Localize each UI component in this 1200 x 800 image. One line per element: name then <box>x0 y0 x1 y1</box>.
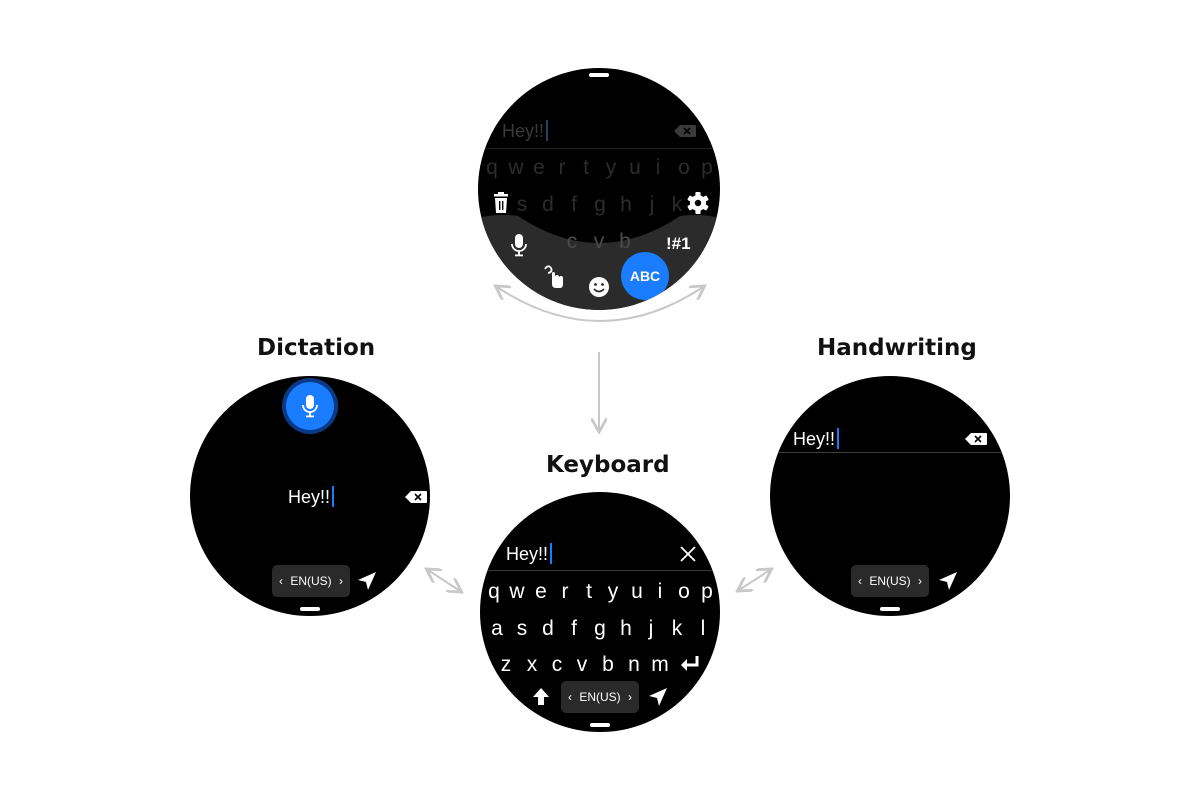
dim-key: e <box>533 156 545 179</box>
microphone-icon[interactable] <box>510 233 528 257</box>
keyboard-title: Keyboard <box>546 452 670 478</box>
symbols-mode-button[interactable]: !#1 <box>666 234 691 253</box>
shift-icon[interactable] <box>532 687 550 707</box>
dim-key: d <box>542 193 554 216</box>
key-j[interactable]: j <box>648 617 654 640</box>
watch-handle <box>589 73 609 77</box>
chevron-right-icon[interactable]: › <box>339 574 343 588</box>
close-icon[interactable] <box>680 546 696 562</box>
dim-key: w <box>508 156 524 179</box>
dim-key: f <box>571 193 577 216</box>
key-b[interactable]: b <box>602 653 614 676</box>
language-label: EN(US) <box>290 574 332 588</box>
gear-icon[interactable] <box>686 191 710 215</box>
dim-key: v <box>593 230 605 253</box>
dim-key: g <box>594 193 606 216</box>
dim-key: r <box>558 156 566 179</box>
text-separator <box>480 570 720 571</box>
backspace-icon <box>674 125 696 137</box>
left-double-arrow <box>428 570 460 591</box>
key-a[interactable]: a <box>491 617 503 640</box>
chevron-left-icon[interactable]: ‹ <box>279 574 283 588</box>
handwriting-canvas[interactable] <box>790 458 990 558</box>
dictation-title: Dictation <box>257 335 376 361</box>
key-k[interactable]: k <box>671 617 683 640</box>
backspace-icon[interactable] <box>404 490 428 504</box>
backspace-icon[interactable] <box>964 432 988 446</box>
mode-menu-panel <box>478 214 720 310</box>
dim-key: p <box>701 156 713 179</box>
dim-key: h <box>620 193 632 216</box>
key-w[interactable]: w <box>509 580 525 603</box>
dim-key: i <box>655 156 661 179</box>
dim-key: b <box>619 230 631 253</box>
language-selector[interactable]: ‹ EN(US) › <box>851 565 929 597</box>
dim-key: k <box>671 193 683 216</box>
send-icon[interactable] <box>938 571 958 591</box>
key-e[interactable]: e <box>535 580 547 603</box>
trash-icon[interactable] <box>491 192 511 214</box>
watch-handle <box>880 607 900 611</box>
chevron-right-icon[interactable]: › <box>628 690 632 704</box>
dim-key: u <box>629 156 641 179</box>
text-separator <box>770 452 1010 453</box>
language-label: EN(US) <box>869 574 911 588</box>
dim-key: q <box>486 156 498 179</box>
handwriting-text: Hey!! <box>793 428 840 450</box>
enter-icon[interactable] <box>679 655 701 673</box>
key-y[interactable]: y <box>607 580 619 603</box>
handwriting-title: Handwriting <box>817 335 977 361</box>
abc-mode-button[interactable] <box>621 252 669 300</box>
key-f[interactable]: f <box>571 617 577 640</box>
key-h[interactable]: h <box>620 617 632 640</box>
text-separator <box>478 148 720 149</box>
emoji-icon[interactable] <box>588 276 610 298</box>
input-text-dim: Hey!! <box>502 120 549 142</box>
chevron-left-icon[interactable]: ‹ <box>858 574 862 588</box>
key-l[interactable]: l <box>700 617 706 640</box>
watch-handle <box>590 723 610 727</box>
key-i[interactable]: i <box>657 580 663 603</box>
key-g[interactable]: g <box>594 617 606 640</box>
abc-mode-label: ABC <box>629 268 661 284</box>
key-r[interactable]: r <box>561 580 569 603</box>
watch-handle <box>300 607 320 611</box>
language-selector[interactable]: ‹ EN(US) › <box>272 565 350 597</box>
dim-key: v <box>593 230 605 253</box>
dim-key: y <box>605 156 617 179</box>
key-s[interactable]: s <box>516 617 528 640</box>
handwriting-icon[interactable] <box>542 263 566 289</box>
language-selector[interactable]: ‹ EN(US) › <box>561 681 639 713</box>
dictation-text: Hey!! <box>288 486 335 508</box>
microphone-icon <box>302 395 318 418</box>
keyboard-watch: Hey!! q w e r t y u i o p a s d f g h j … <box>480 492 720 732</box>
handwriting-watch: Hey!! ‹ EN(US) › <box>770 376 1010 616</box>
key-u[interactable]: u <box>631 580 643 603</box>
key-n[interactable]: n <box>628 653 640 676</box>
key-d[interactable]: d <box>542 617 554 640</box>
keyboard-text: Hey!! <box>506 543 553 565</box>
key-v[interactable]: v <box>576 653 588 676</box>
mode-menu-watch: Hey!! q w e r t y u i o p s d f g h j k … <box>478 68 720 310</box>
chevron-left-icon[interactable]: ‹ <box>568 690 572 704</box>
right-double-arrow <box>739 570 770 590</box>
key-p[interactable]: p <box>701 580 713 603</box>
send-icon[interactable] <box>648 687 668 707</box>
key-c[interactable]: c <box>551 653 563 676</box>
key-q[interactable]: q <box>488 580 500 603</box>
key-z[interactable]: z <box>500 653 512 676</box>
dim-key: o <box>678 156 690 179</box>
send-icon[interactable] <box>357 571 377 591</box>
dim-key: t <box>583 156 589 179</box>
key-x[interactable]: x <box>526 653 538 676</box>
dim-key: s <box>516 193 528 216</box>
language-label: EN(US) <box>579 690 621 704</box>
chevron-right-icon[interactable]: › <box>918 574 922 588</box>
key-m[interactable]: m <box>651 653 669 676</box>
dim-key: j <box>649 193 655 216</box>
key-o[interactable]: o <box>678 580 690 603</box>
dim-key: c <box>566 230 578 253</box>
dictation-watch: Hey!! ‹ EN(US) › <box>190 376 430 616</box>
key-t[interactable]: t <box>586 580 592 603</box>
